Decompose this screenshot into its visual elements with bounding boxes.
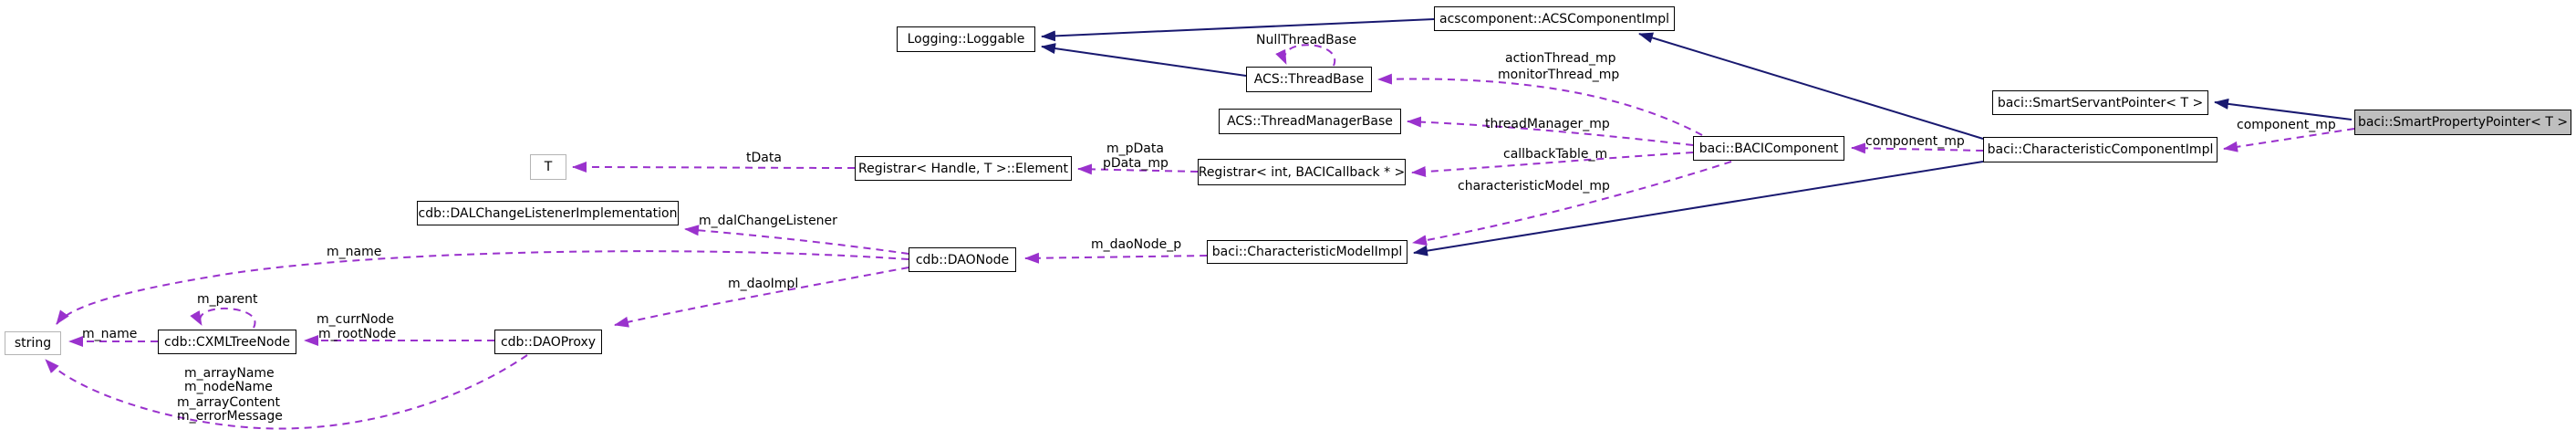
node-label: Registrar< Handle, T >::Element <box>858 161 1068 176</box>
edge-smartproperty-to-charcomponent <box>2223 128 2355 152</box>
edge-label-threadmanager-mp: threadManager_mp <box>1485 117 1610 131</box>
node-label: ACS::ThreadManagerBase <box>1227 114 1393 129</box>
edge-label-m-daoimpl: m_daoImpl <box>728 277 799 291</box>
edge-label-m-daonode-p: m_daoNode_p <box>1091 237 1182 252</box>
node-label: cdb::DAOProxy <box>500 334 597 350</box>
edge-element-to-t <box>572 162 856 173</box>
edge-daonode-to-daoproxy <box>614 267 909 328</box>
edge-label-nullthreadbase: NullThreadBase <box>1256 33 1357 47</box>
node-label: Logging::Loggable <box>907 32 1025 47</box>
edge-daonode-to-dalchange <box>684 225 909 255</box>
node-registrar-bacicallback[interactable]: Registrar< int, BACICallback * > <box>1198 159 1406 185</box>
edge-label-pdata-mp: pData_mp <box>1103 156 1169 171</box>
edge-label-component-mp-right: component_mp <box>2237 118 2336 132</box>
node-label: T <box>544 160 553 174</box>
edge-registrar-to-element <box>1077 163 1199 175</box>
node-label: cdb::DALChangeListenerImplementation <box>418 205 678 221</box>
edge-charcomponent-to-acscomponent <box>1638 32 1984 140</box>
node-cxmltreenode[interactable]: cdb::CXMLTreeNode <box>158 330 296 354</box>
edge-smartproperty-to-smartservant <box>2214 98 2353 120</box>
node-acscomponentimpl[interactable]: acscomponent::ACSComponentImpl <box>1434 6 1675 31</box>
node-daoproxy[interactable]: cdb::DAOProxy <box>494 330 602 354</box>
edge-label-monitorthread-mp: monitorThread_mp <box>1498 68 1620 82</box>
edge-threadbase-to-loggable <box>1041 43 1247 77</box>
node-label: cdb::DAONode <box>915 252 1010 267</box>
node-smartpropertypointer[interactable]: baci::SmartPropertyPointer< T > <box>2354 110 2571 135</box>
node-label: baci::BACIComponent <box>1698 141 1839 156</box>
edge-label-actionthread-mp: actionThread_mp <box>1505 51 1616 66</box>
edge-nullthreadbase-selfloop <box>1275 44 1336 67</box>
node-logging-loggable[interactable]: Logging::Loggable <box>897 26 1035 52</box>
edge-bacicomponent-to-threadbase <box>1377 73 1703 136</box>
node-label: baci::CharacteristicComponentImpl <box>1987 142 2214 157</box>
edge-label-m-name-tree: m_name <box>82 327 138 341</box>
node-label: ACS::ThreadBase <box>1253 72 1365 87</box>
node-label: cdb::CXMLTreeNode <box>164 334 290 350</box>
edge-label-characteristicmodel-mp: characteristicModel_mp <box>1458 179 1610 194</box>
edge-label-m-currnode: m_currNode <box>317 312 395 327</box>
node-label: Registrar< int, BACICallback * > <box>1198 164 1406 180</box>
edge-label-m-name-daonode: m_name <box>327 245 382 259</box>
edge-label-component-mp-left: component_mp <box>1865 134 1965 149</box>
node-daonode[interactable]: cdb::DAONode <box>909 247 1016 272</box>
edge-label-tdata: tData <box>746 151 782 165</box>
edge-label-m-dalchangelistener: m_dalChangeListener <box>699 214 837 228</box>
edge-charmodel-to-daonode <box>1024 252 1208 264</box>
edge-label-m-parent: m_parent <box>197 292 258 307</box>
edge-label-m-arraycontent: m_arrayContent <box>177 395 281 410</box>
node-label: baci::SmartPropertyPointer< T > <box>2357 115 2569 130</box>
node-t[interactable]: T <box>530 154 566 180</box>
node-threadbase[interactable]: ACS::ThreadBase <box>1246 67 1372 92</box>
edge-daoproxy-to-string-bundle <box>45 354 528 430</box>
edge-acscomponent-to-loggable <box>1041 18 1435 42</box>
edge-label-m-nodename: m_nodeName <box>184 380 273 394</box>
edge-label-m-pdata: m_pData <box>1106 141 1164 156</box>
edge-label-m-errormessage: m_errorMessage <box>177 409 283 424</box>
node-string[interactable]: string <box>5 331 61 355</box>
edge-label-m-rootnode: m_rootNode <box>318 327 397 341</box>
edge-bacicomponent-to-registrar <box>1411 152 1694 178</box>
edge-charcomponent-to-charmodel <box>1413 161 1984 257</box>
node-characteristicmodelimpl[interactable]: baci::CharacteristicModelImpl <box>1207 240 1407 264</box>
edge-mparent-selfloop <box>190 307 256 329</box>
node-threadmanagerbase[interactable]: ACS::ThreadManagerBase <box>1219 109 1401 134</box>
edge-label-m-arrayname: m_arrayName <box>184 366 275 381</box>
edge-bacicomponent-to-threadmanager <box>1407 116 1694 146</box>
edge-bacicomponent-to-charmodel <box>1412 161 1732 246</box>
edge-label-callbacktable-m: callbackTable_m <box>1503 147 1608 162</box>
node-bacicomponent[interactable]: baci::BACIComponent <box>1693 136 1844 161</box>
node-smartservantpointer[interactable]: baci::SmartServantPointer< T > <box>1992 90 2208 115</box>
node-label: baci::SmartServantPointer< T > <box>1997 95 2204 110</box>
edge-daonode-to-string-mname <box>56 250 909 325</box>
node-label: string <box>14 336 52 351</box>
edge-charcomponent-to-bacicomponent <box>1851 142 1984 154</box>
node-registrar-element[interactable]: Registrar< Handle, T >::Element <box>855 156 1072 181</box>
node-dalchangelistenerimplementation[interactable]: cdb::DALChangeListenerImplementation <box>417 201 679 225</box>
node-label: baci::CharacteristicModelImpl <box>1211 245 1403 259</box>
node-label: acscomponent::ACSComponentImpl <box>1439 11 1670 26</box>
node-characteristiccomponentimpl[interactable]: baci::CharacteristicComponentImpl <box>1983 137 2218 162</box>
